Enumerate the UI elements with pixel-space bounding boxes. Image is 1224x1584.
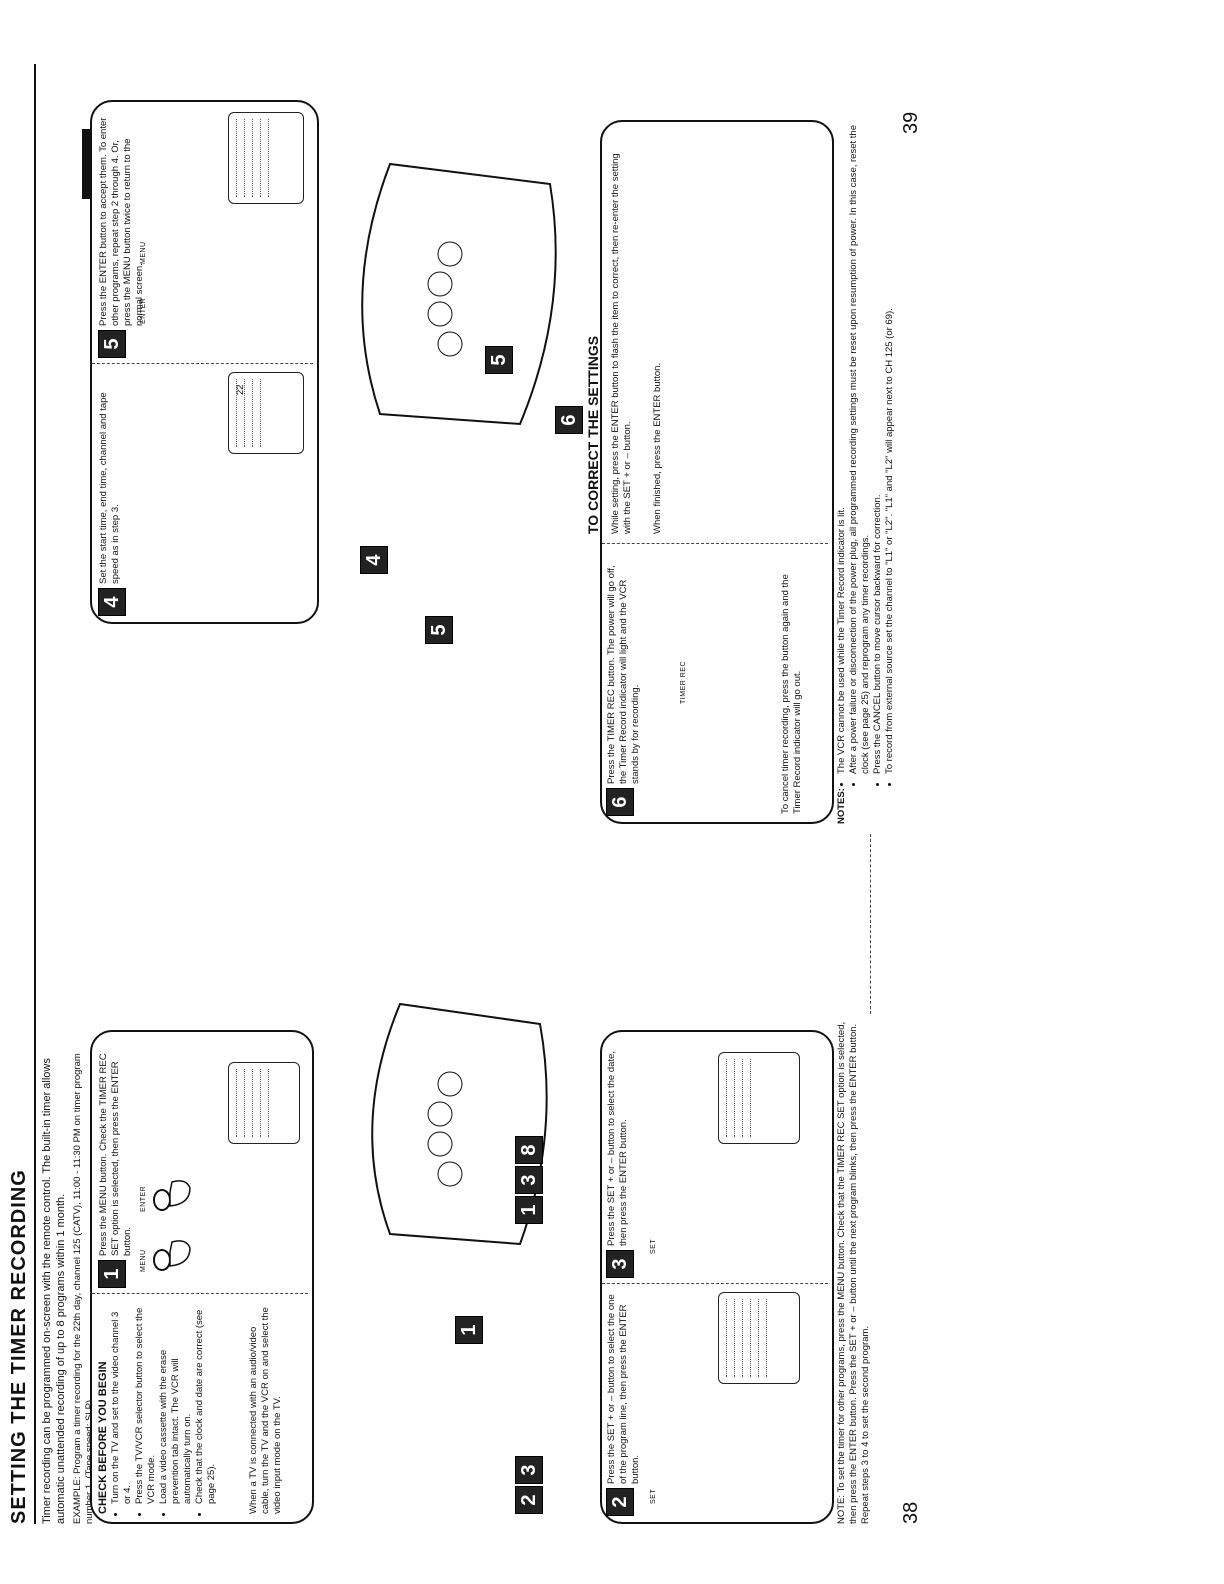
correct-title: TO CORRECT THE SETTINGS (585, 335, 601, 534)
callout-2: 2 (515, 1486, 543, 1514)
menu-screen (228, 1062, 300, 1144)
menu-label: MENU (140, 1249, 147, 1272)
program-screen (718, 1292, 800, 1384)
set-label: SET (650, 1238, 657, 1254)
step6-badge: 6 (606, 788, 634, 816)
step1-text: Press the MENU button. Check the TIMER R… (98, 1053, 133, 1256)
page-number-left: 38 (900, 1501, 922, 1524)
callout-6: 6 (555, 406, 583, 434)
menu-label: MENU (140, 241, 147, 264)
note-item: The VCR cannot be used while the Timer R… (836, 104, 848, 774)
callout-1: 1 (515, 1196, 543, 1224)
callout-1: 1 (455, 1316, 483, 1344)
note-item: To record from external source set the c… (884, 104, 896, 774)
divider (602, 543, 828, 544)
check-item: Press the TV/VCR selector button to sele… (134, 1304, 158, 1504)
callout-5: 5 (485, 346, 513, 374)
step4-text: Set the start time, end time, channel an… (98, 392, 121, 584)
cancel-text: To cancel timer recording, press the but… (780, 574, 803, 814)
step3-badge: 3 (606, 1250, 634, 1278)
callout-3: 3 (515, 1166, 543, 1194)
remote-control-left (360, 994, 565, 1254)
step5-badge: 5 (98, 330, 126, 358)
title-rule (34, 64, 36, 1524)
program-list-screen (228, 112, 304, 204)
step2-text: Press the SET + or – button to select th… (606, 1294, 641, 1484)
divider (92, 1293, 308, 1294)
step4-badge: 4 (98, 588, 126, 616)
check-title: CHECK BEFORE YOU BEGIN (97, 1361, 109, 1514)
correct-text: While setting, press the ENTER button to… (610, 153, 633, 534)
intro-text: Timer recording can be programmed on-scr… (41, 1058, 67, 1524)
page-title: SETTING THE TIMER RECORDING (8, 1169, 30, 1524)
correct-finish: When finished, press the ENTER button. (652, 362, 663, 534)
check-item: Load a video cassette with the erase pre… (158, 1304, 194, 1504)
step2-badge: 2 (606, 1488, 634, 1516)
fold-line (870, 834, 871, 1014)
page-number-right: 39 (900, 111, 922, 134)
callout-5: 5 (425, 616, 453, 644)
check-item: Turn on the TV and set to the video chan… (110, 1304, 134, 1504)
notes-label: NOTES: (836, 788, 847, 824)
step6-text: Press the TIMER REC button. The power wi… (606, 565, 641, 784)
divider (92, 363, 313, 364)
timer-rec-label: TIMER REC (680, 661, 687, 704)
osd-date: 22 (235, 384, 246, 395)
remote-control-right (350, 154, 575, 434)
set-label: SET (650, 1488, 657, 1504)
step3-text: Press the SET + or – button to select th… (606, 1051, 629, 1246)
time-screen: 22 (228, 372, 304, 454)
menu-hand-icon (150, 1234, 199, 1274)
step5-text: Press the ENTER button to accept them. T… (98, 117, 145, 326)
av-note: When a TV is connected with an audio/vid… (248, 1307, 283, 1514)
date-screen (718, 1052, 800, 1144)
note-left: NOTE: To set the timer for other program… (836, 1021, 871, 1524)
note-item: Press the CANCEL button to move cursor b… (872, 104, 884, 775)
enter-label: ENTER (140, 1185, 147, 1212)
divider (602, 1283, 828, 1284)
step1-badge: 1 (98, 1260, 126, 1288)
note-item: After a power failure or disconnection o… (848, 104, 872, 774)
notes-list: The VCR cannot be used while the Timer R… (836, 104, 896, 784)
check-list: Turn on the TV and set to the video chan… (110, 1304, 218, 1514)
callout-8: 8 (515, 1136, 543, 1164)
check-item: Check that the clock and date are correc… (194, 1304, 218, 1504)
callout-3: 3 (515, 1456, 543, 1484)
enter-label: ENTER (140, 297, 147, 324)
callout-4: 4 (360, 546, 388, 574)
enter-hand-icon (150, 1174, 199, 1214)
